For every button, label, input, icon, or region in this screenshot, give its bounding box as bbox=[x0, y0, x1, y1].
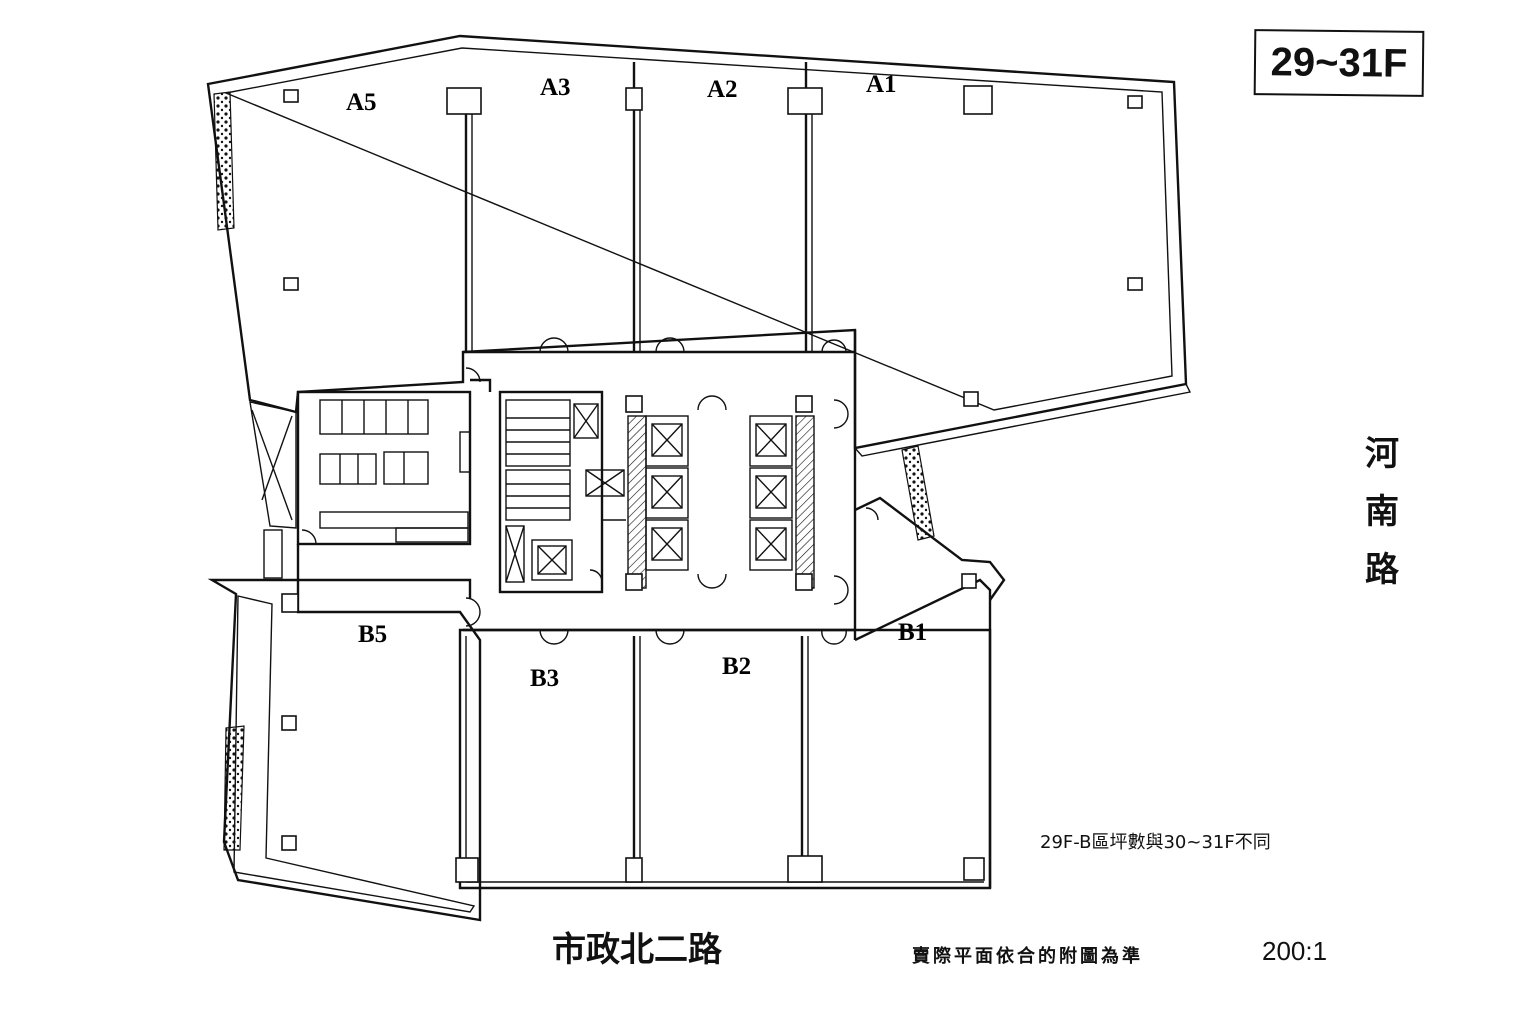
door-swings bbox=[301, 337, 879, 645]
floor-range-badge: 29~31F bbox=[1253, 29, 1425, 97]
east-street-char-2: 南 bbox=[1365, 492, 1399, 532]
north-columns bbox=[283, 85, 1143, 407]
corridors bbox=[296, 330, 857, 640]
unit-label-b2: B2 bbox=[722, 653, 751, 680]
unit-labels: A5 A3 A2 A1 B5 B3 B2 B1 bbox=[346, 71, 927, 692]
unit-label-a5: A5 bbox=[346, 89, 377, 116]
south-columns bbox=[281, 573, 985, 883]
unit-label-b3: B3 bbox=[530, 665, 559, 692]
unit-label-a1: A1 bbox=[866, 71, 897, 98]
stairwell bbox=[505, 399, 625, 583]
east-street-char-3: 路 bbox=[1365, 550, 1399, 590]
unit-label-a3: A3 bbox=[540, 74, 571, 101]
east-wing-outline bbox=[853, 383, 1192, 601]
disclaimer-text: 賣際平面依合的附圖為準 bbox=[912, 946, 1143, 967]
scale-label: 200:1 bbox=[1262, 936, 1328, 966]
restrooms bbox=[296, 390, 472, 546]
east-planter bbox=[901, 445, 935, 541]
south-planter bbox=[223, 725, 245, 851]
unit-label-a2: A2 bbox=[707, 76, 738, 103]
east-street-label: 河 南 路 bbox=[1360, 425, 1404, 599]
south-unit-walls bbox=[465, 636, 984, 883]
west-shaft bbox=[249, 401, 297, 579]
floor-area-note: 29F-B區坪數與30~31F不同 bbox=[1040, 832, 1271, 853]
unit-label-b5: B5 bbox=[358, 621, 387, 648]
south-street-label: 市政北二路 bbox=[552, 930, 722, 970]
elevator-bank-east bbox=[749, 395, 815, 591]
north-unit-walls bbox=[463, 62, 855, 354]
east-street-char-1: 河 bbox=[1365, 434, 1399, 474]
unit-label-b1: B1 bbox=[898, 619, 927, 646]
central-core bbox=[249, 330, 879, 645]
north-planter bbox=[213, 91, 235, 231]
elevator-bank-west bbox=[625, 395, 689, 591]
